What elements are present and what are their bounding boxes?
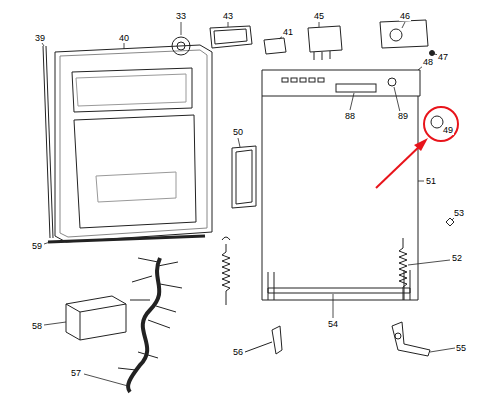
hinge-bar — [268, 288, 410, 293]
control-part — [390, 29, 402, 41]
hinge — [392, 322, 430, 356]
callout-number: 57 — [70, 368, 82, 378]
console — [262, 70, 420, 96]
callout-number: 51 — [425, 176, 437, 186]
callout-number: 40 — [118, 33, 130, 43]
side-strip — [43, 46, 53, 238]
panel-recess — [74, 115, 196, 228]
inner-door-panel — [55, 45, 212, 242]
highlight-arrow — [376, 143, 423, 188]
spring — [399, 238, 407, 300]
panel-rim — [60, 50, 207, 237]
spring — [222, 244, 230, 305]
callout-number: 39 — [34, 33, 46, 43]
callout-number: 47 — [437, 52, 449, 62]
harness-wires — [118, 258, 182, 370]
callout-number: 33 — [175, 11, 187, 21]
callout-number: 59 — [31, 241, 43, 251]
screw — [430, 51, 435, 56]
hinge-bar — [268, 270, 410, 300]
callout-number: 52 — [451, 253, 463, 263]
gasket — [48, 236, 205, 242]
display — [336, 84, 376, 92]
callout-number: 48 — [422, 57, 434, 67]
hinge-pin — [395, 333, 401, 339]
controller — [66, 296, 126, 340]
callout-number: 50 — [232, 127, 244, 137]
leader-lines — [42, 22, 455, 386]
switch-module — [308, 26, 342, 60]
outer-door — [262, 96, 418, 300]
callout-number: 58 — [31, 321, 43, 331]
callout-number: 45 — [313, 11, 325, 21]
ring-part — [177, 42, 185, 50]
callout-number: 55 — [455, 343, 467, 353]
callout-number: 88 — [344, 111, 356, 121]
control-part — [380, 20, 428, 48]
callout-number: 49 — [442, 125, 454, 135]
highlight-circle — [424, 107, 458, 141]
callout-number: 46 — [399, 11, 411, 21]
button — [388, 78, 396, 86]
vent-bracket — [232, 146, 256, 208]
spring-clip — [446, 218, 454, 226]
callout-number: 89 — [397, 111, 409, 121]
callout-number: 53 — [453, 208, 465, 218]
panel-recess — [72, 68, 192, 112]
callout-number: 54 — [327, 319, 339, 329]
panel-recess — [96, 172, 176, 202]
hinge — [245, 326, 282, 354]
hook — [222, 237, 230, 240]
highlight-arrowhead — [414, 138, 428, 151]
callout-number: 41 — [282, 27, 294, 37]
bracket-part — [264, 38, 286, 54]
ring-part — [172, 37, 190, 55]
callout-number: 43 — [222, 11, 234, 21]
panel-recess — [76, 74, 186, 106]
dispenser-part — [210, 26, 252, 48]
callout-number: 56 — [232, 347, 244, 357]
